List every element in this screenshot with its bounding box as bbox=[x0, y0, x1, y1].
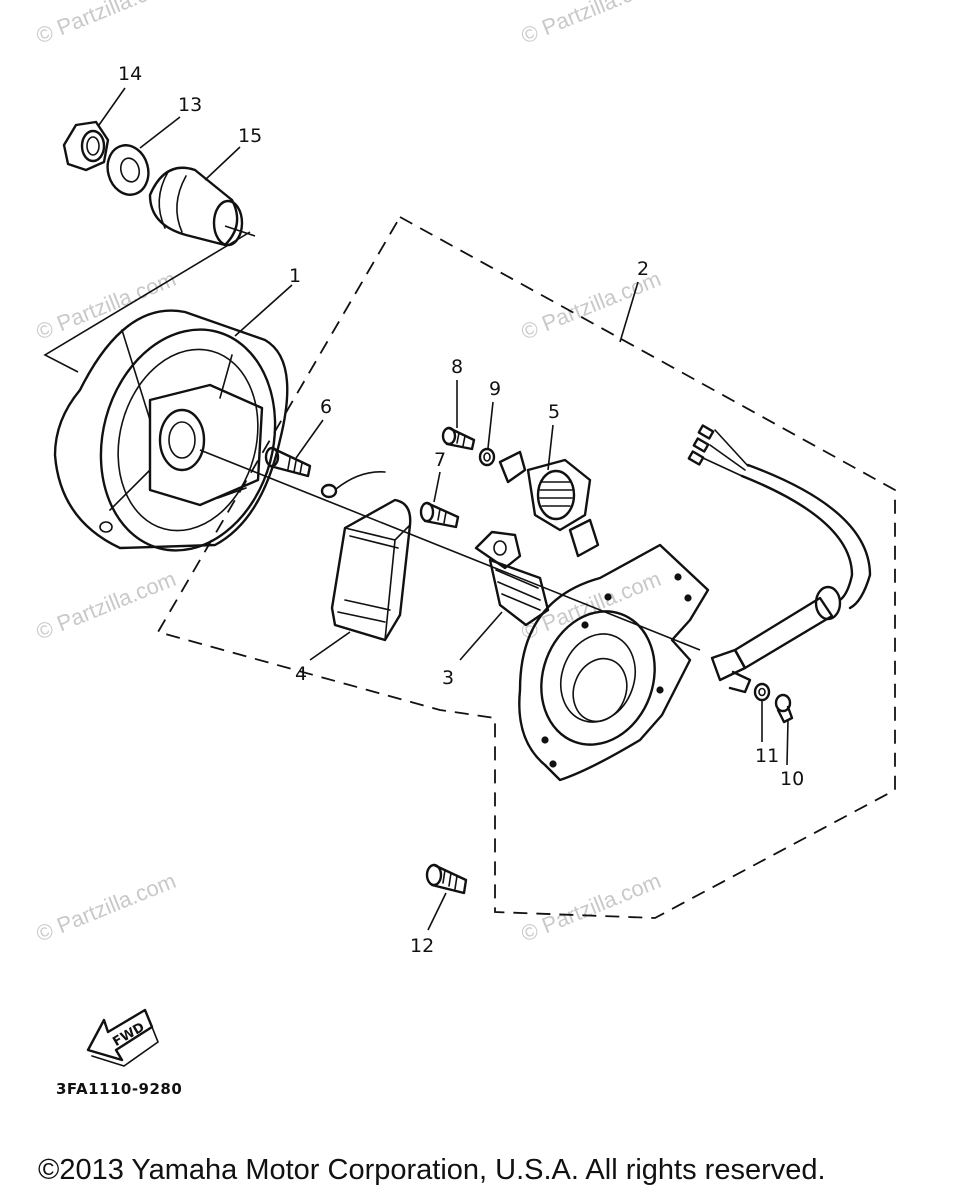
part-bolt-12[interactable] bbox=[425, 863, 468, 895]
callout-11: 11 bbox=[755, 745, 779, 767]
callout-9: 9 bbox=[489, 378, 501, 400]
callout-2: 2 bbox=[637, 258, 649, 280]
diagram-code: 3FA1110-9280 bbox=[56, 1080, 183, 1098]
part-screw-7[interactable] bbox=[419, 501, 460, 529]
part-nut[interactable] bbox=[62, 120, 110, 172]
stator-assembly-outline bbox=[156, 215, 896, 919]
part-sleeve[interactable] bbox=[148, 166, 256, 247]
part-washer[interactable] bbox=[102, 141, 154, 200]
fwd-arrow-icon: FWD bbox=[86, 1008, 159, 1067]
callout-6: 6 bbox=[320, 396, 332, 418]
assembly-axis-line bbox=[199, 449, 701, 651]
watermarks: © Partzilla.com © Partzilla.com © Partzi… bbox=[33, 0, 665, 947]
callout-12: 12 bbox=[410, 935, 434, 957]
part-charge-coil[interactable] bbox=[320, 471, 412, 642]
callout-5: 5 bbox=[548, 401, 560, 423]
fwd-label: FWD bbox=[110, 1020, 147, 1050]
watermark-7: © Partzilla.com bbox=[33, 868, 180, 947]
leader-lines bbox=[98, 87, 789, 931]
callout-15: 15 bbox=[238, 125, 262, 147]
callout-1: 1 bbox=[289, 265, 301, 287]
callout-14: 14 bbox=[118, 63, 142, 85]
part-rotor[interactable] bbox=[53, 309, 299, 570]
watermark-5: © Partzilla.com bbox=[33, 566, 180, 645]
part-wire-harness[interactable] bbox=[687, 424, 872, 694]
callout-7: 7 bbox=[434, 449, 446, 471]
watermark-3: © Partzilla.com bbox=[33, 266, 180, 345]
callout-4: 4 bbox=[295, 663, 307, 685]
part-washer-11[interactable] bbox=[753, 682, 771, 702]
watermark-8: © Partzilla.com bbox=[518, 868, 665, 947]
sleeve-to-rotor-leader bbox=[43, 231, 251, 373]
copyright-notice: ©2013 Yamaha Motor Corporation, U.S.A. A… bbox=[38, 1154, 826, 1186]
watermark-1: © Partzilla.com bbox=[33, 0, 180, 49]
callout-3: 3 bbox=[442, 667, 454, 689]
part-screw-6[interactable] bbox=[264, 446, 312, 478]
part-screw-10[interactable] bbox=[774, 693, 794, 724]
callout-10: 10 bbox=[780, 768, 804, 790]
part-source-coil[interactable] bbox=[474, 530, 550, 627]
watermark-2: © Partzilla.com bbox=[518, 0, 665, 49]
part-screw-8[interactable] bbox=[441, 426, 476, 451]
part-washer-9[interactable] bbox=[478, 447, 496, 467]
part-stator-plate[interactable] bbox=[518, 543, 710, 782]
callout-labels: 14 13 15 1 2 6 8 9 5 7 4 3 11 10 12 bbox=[118, 63, 804, 957]
part-pickup-coil[interactable] bbox=[498, 450, 600, 558]
callout-13: 13 bbox=[178, 94, 202, 116]
callout-8: 8 bbox=[451, 356, 463, 378]
